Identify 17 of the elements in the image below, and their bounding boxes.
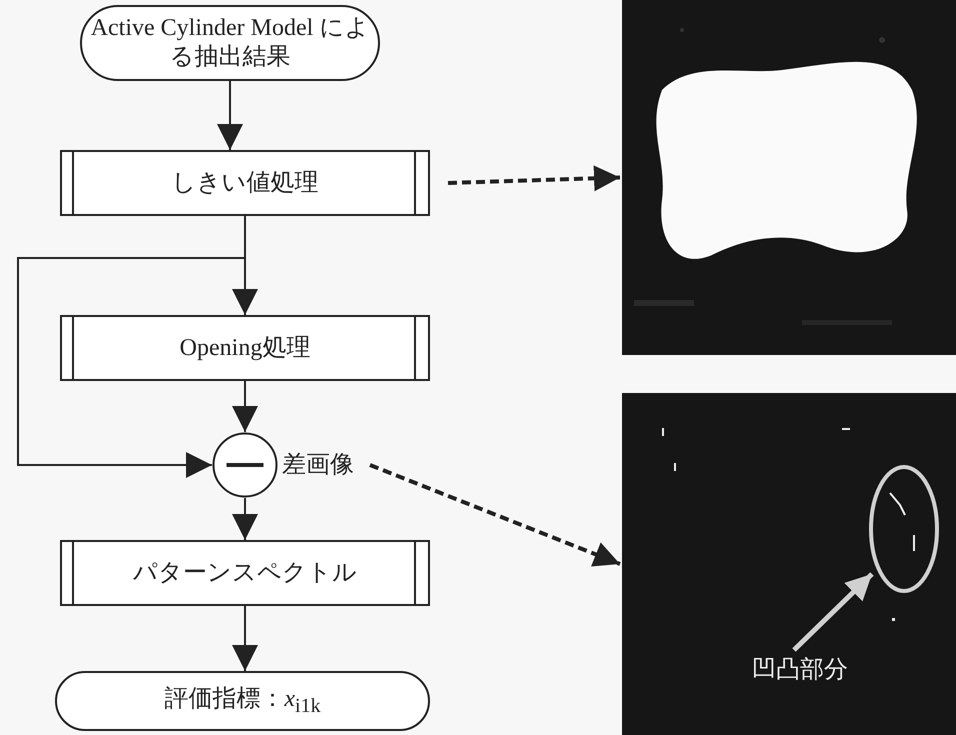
picture	[622, 393, 956, 735]
arrow	[232, 498, 258, 540]
process-box: しきい値処理	[60, 150, 430, 216]
arrow	[232, 606, 258, 671]
process-box: パターンスペクトル	[60, 540, 430, 606]
arrow	[792, 572, 874, 652]
process-box: Opening処理	[60, 315, 430, 381]
start-terminator: Active Cylinder Model による抽出結果	[80, 5, 380, 81]
subtract-circle	[212, 432, 278, 498]
picture	[622, 0, 956, 355]
end-terminator: 評価指標：x$_{i1k}$	[55, 671, 430, 731]
dashed-arrow	[369, 463, 621, 567]
dashed-arrow	[448, 165, 620, 192]
annotation-text: 凹凸部分	[740, 650, 860, 690]
arrow	[217, 81, 243, 150]
arrow	[232, 381, 258, 432]
node-text: 差画像	[268, 445, 368, 485]
